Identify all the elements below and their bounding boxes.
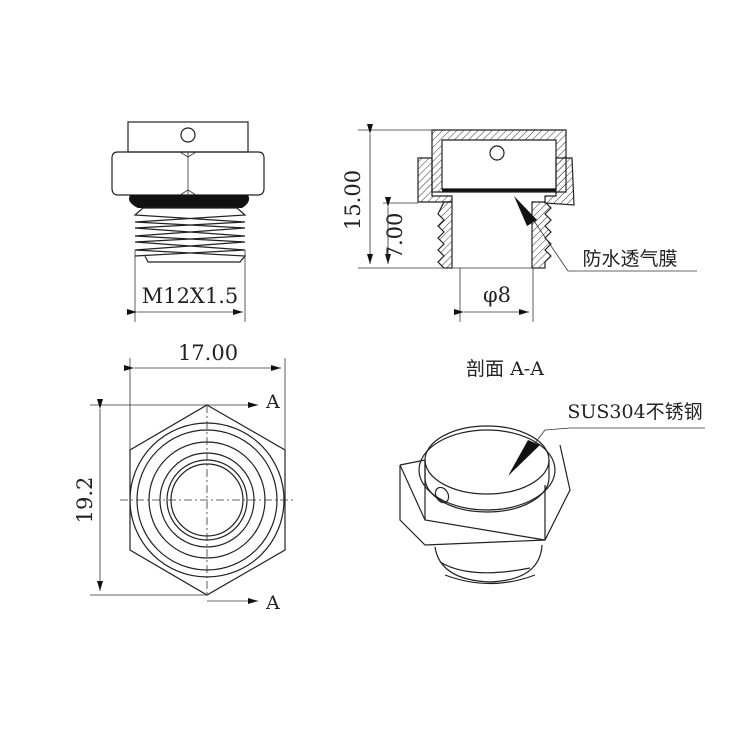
section-title: 剖面 A-A <box>466 358 544 380</box>
o-ring <box>129 195 250 208</box>
height-dimension-label: 19.2 <box>73 477 97 524</box>
hex-left-section <box>417 157 453 203</box>
thread-length-label: 7.00 <box>383 213 407 260</box>
hex-nut <box>111 151 265 196</box>
cap-top <box>418 429 556 511</box>
cap-section <box>431 129 567 193</box>
section-mark-a-bottom: A <box>265 592 280 614</box>
leader-arrow <box>514 196 537 226</box>
material-label: SUS304不锈钢 <box>567 401 702 423</box>
vent-hole <box>180 127 196 143</box>
bore-diameter-label: φ8 <box>483 283 511 307</box>
width-dimension-label: 17.00 <box>178 341 238 365</box>
height-dimension-label: 15.00 <box>341 170 365 230</box>
hex-right-section <box>544 157 575 206</box>
thread-left-section <box>437 201 453 269</box>
iso-thread <box>434 544 543 585</box>
vent-hole <box>434 486 450 504</box>
front-view: M12X1.5 <box>111 121 265 322</box>
thread-right-section <box>531 201 552 269</box>
section-mark-a-top: A <box>265 391 280 413</box>
section-view: 15.00 7.00 φ8 防水透气膜 <box>341 124 697 322</box>
iso-view: 剖面 A-A SUS304不锈钢 <box>399 358 705 585</box>
thread-size-label: M12X1.5 <box>142 284 239 308</box>
top-view: 17.00 19.2 A A <box>73 341 295 614</box>
cap-body <box>127 121 249 153</box>
membrane-label: 防水透气膜 <box>582 248 677 270</box>
thread <box>133 207 247 263</box>
